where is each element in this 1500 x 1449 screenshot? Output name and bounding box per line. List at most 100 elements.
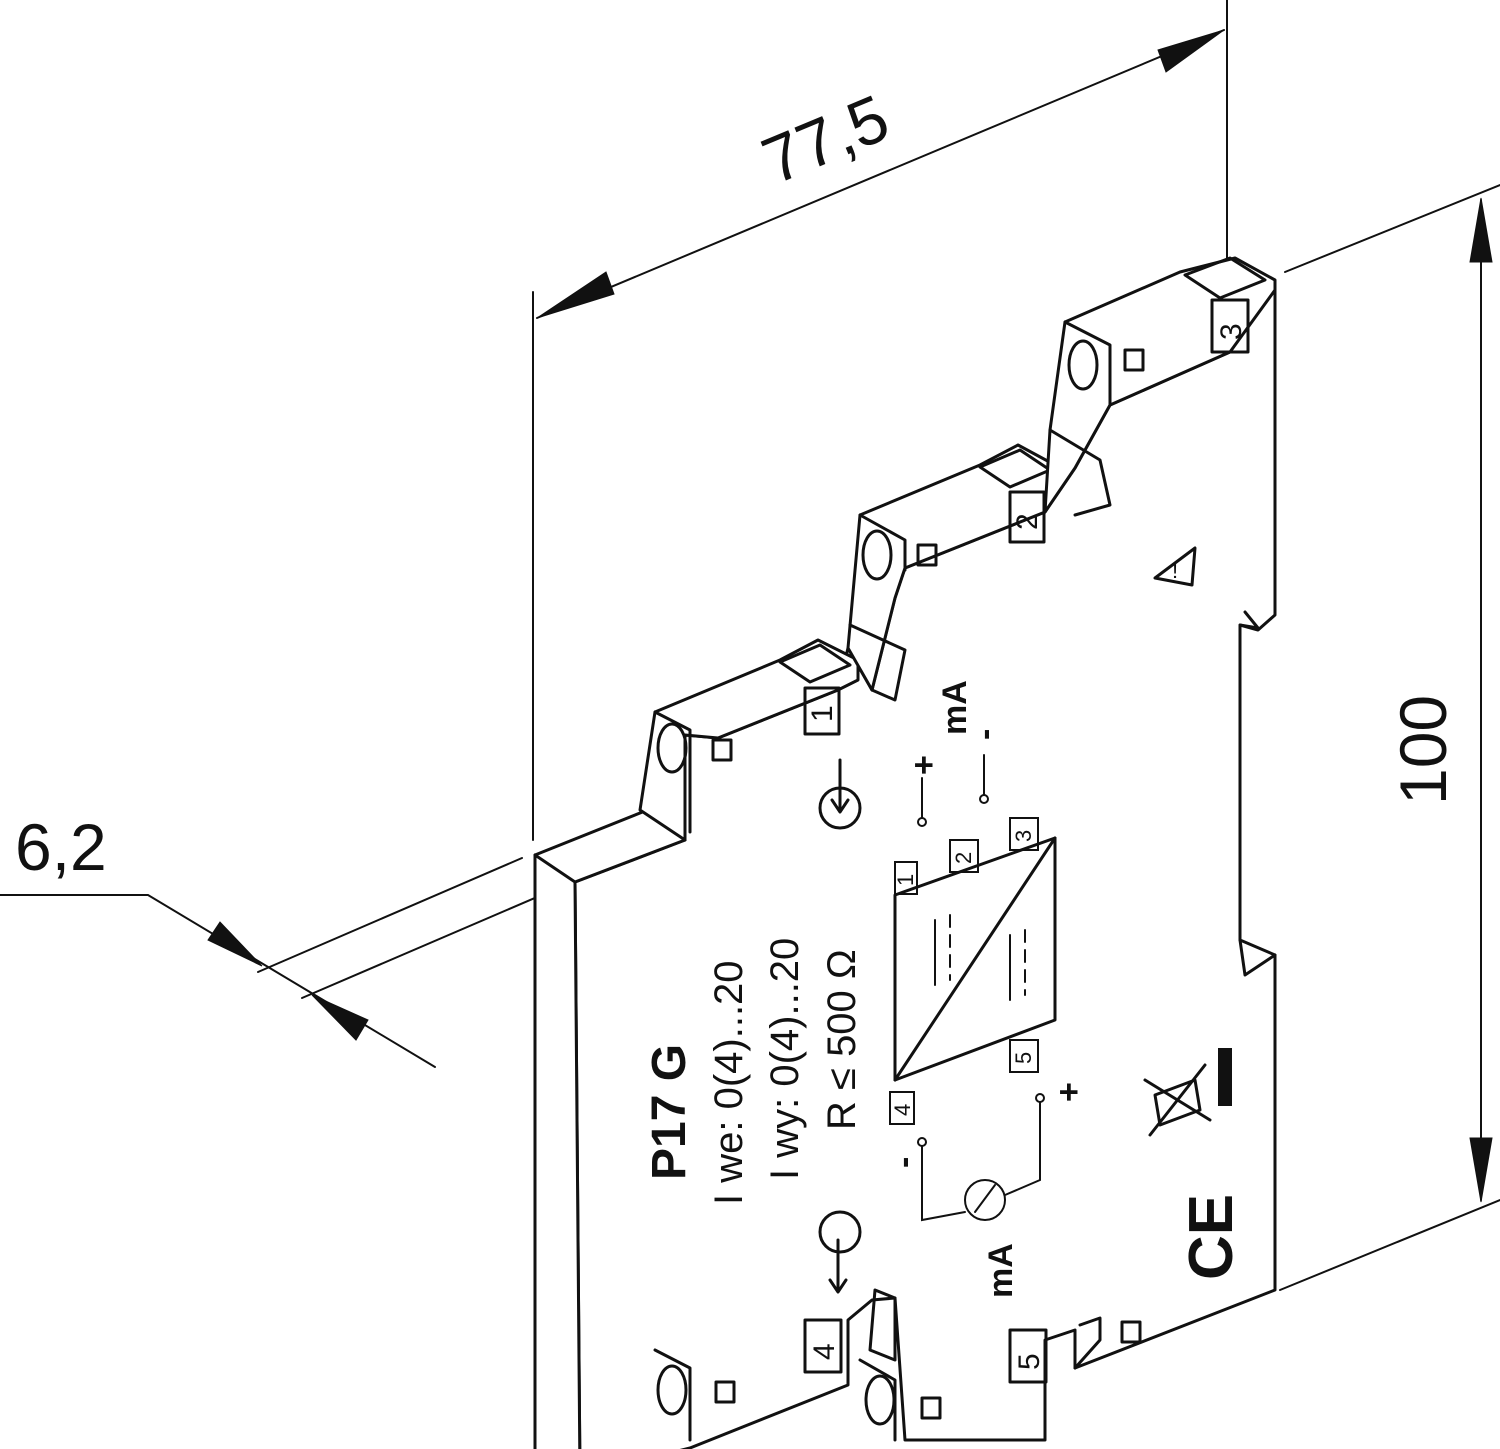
weee-bin-icon [1153,1078,1202,1127]
weee-cross-b [1148,1063,1207,1137]
schematic-terminal-1-box [894,861,918,895]
rail-notch-bottom [1238,938,1277,977]
arrowhead-right [1157,29,1225,73]
screw-slot [1123,348,1145,372]
model-name: P17 G [643,1044,696,1180]
input-plus: + [905,755,943,775]
width-value: 77,5 [752,80,899,198]
terminal-1-number-box [803,686,841,736]
screw-slot [711,738,733,762]
mounting-hole-icon [1067,339,1099,391]
input-range: I we: 0(4)...20 [707,960,751,1205]
dimension-height: 100 [1279,184,1500,1291]
terminal-3-number: 3 [1215,323,1248,340]
terminal-4-number-box [803,1318,843,1374]
schematic-terminal-2: 2 [951,852,976,864]
terminal-5: 5 [858,1316,1142,1442]
terminal-2-lower-rib [848,623,907,702]
earth-symbol-upper [818,758,862,830]
output-minus: - [885,1157,923,1168]
earth-arrow-head [830,798,850,814]
terminal-2-number-box [1008,490,1046,544]
input-minus-node [979,794,989,804]
schematic-terminal-2-box [949,839,979,873]
terminal-3-edge [1063,320,1112,407]
load-resistance: R ≤ 500 Ω [820,949,864,1130]
output-range: I wy: 0(4)...20 [763,938,807,1180]
earth-symbol-lower [818,1210,862,1294]
terminal-1-edge [653,710,692,834]
arrowhead-bottom [1469,1137,1493,1203]
terminal-2-number: 2 [1011,513,1044,530]
schematic-terminal-5-box [1009,1039,1039,1073]
earth-arrow-head [828,1278,848,1294]
dimension-line-width [536,29,1225,319]
rail-notch-top [1238,610,1260,630]
input-unit: mA [936,680,974,735]
schematic: 1 2 3 4 5 + - mA - + mA [885,680,1088,1298]
arrowhead-left [536,271,615,319]
schematic-terminal-4-box [889,1091,915,1125]
ammeter-icon [964,1179,1006,1221]
dimension-depth: 6,2 [0,810,566,1068]
depth-extension-front [257,857,523,973]
depth-value: 6,2 [15,810,107,884]
warning-triangle-icon [1153,546,1197,587]
input-plus-node [917,817,927,827]
converter-box [893,836,1057,1082]
depth-extension-back [301,884,566,999]
warning-triangle: ! [1153,546,1197,587]
terminal-5-rib [1073,1316,1102,1370]
output-plus: + [1050,1082,1088,1102]
terminal-5-number: 5 [1013,1353,1046,1370]
terminal-4: 4 [653,1288,897,1442]
depth-leader-line [0,894,436,1068]
mounting-hole-icon [864,1374,896,1426]
output-plus-wire [1004,1101,1041,1196]
terminal-4-edge [653,1348,692,1442]
screw-slot [916,543,938,567]
ammeter-needle [974,1184,996,1213]
extension-line-bottom [1279,1199,1500,1291]
schematic-terminal-5: 5 [1011,1052,1036,1064]
device-label: P17 G I we: 0(4)...20 I wy: 0(4)...20 R … [643,938,864,1205]
earth-symbol-icon [818,1210,862,1254]
terminal-3: 3 [1043,256,1277,517]
terminal-1-number: 1 [806,705,839,722]
device-body [533,281,1277,1449]
arrowhead-top [1469,197,1493,263]
converter-diagonal [893,836,1057,1082]
terminal-1-screw-opening [778,643,852,684]
depth-arrowhead-upper [207,921,263,967]
ce-mark: CE [1177,1194,1246,1280]
output-unit: mA [982,1243,1020,1298]
weee-bar [1218,1048,1232,1106]
mounting-hole-icon [656,722,688,774]
terminal-5-edge [858,1358,897,1442]
terminal-4-number: 4 [808,1343,841,1360]
screw-slot [1120,1320,1142,1344]
schematic-terminal-3-box [1009,817,1039,851]
front-face [573,281,1277,1449]
terminal-1: 1 [638,638,860,842]
schematic-terminal-4: 4 [890,1104,915,1116]
mounting-hole-icon [656,1364,688,1416]
mounting-hole-icon [861,529,893,581]
screw-slot [714,1380,736,1404]
schematic-terminal-3: 3 [1011,830,1036,842]
terminal-3-screw-opening [1183,256,1267,300]
terminal-2-edge [858,513,907,572]
terminal-3-lower-rib [1048,428,1112,517]
output-minus-wire [921,1145,966,1222]
schematic-terminal-1: 1 [893,874,918,886]
height-value: 100 [1386,695,1460,805]
weee-symbol [1143,1048,1232,1137]
side-block-edge [533,853,577,884]
extension-line-top [1284,184,1500,273]
terminal-4-rib [868,1288,897,1362]
terminal-5-number-box [1008,1328,1048,1384]
input-minus: - [966,729,1004,740]
terminal-3-number-box [1210,298,1250,354]
